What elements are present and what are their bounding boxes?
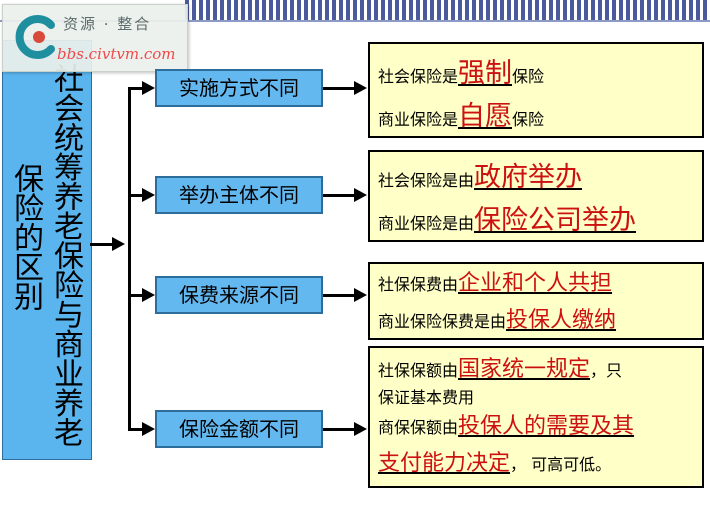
- arrow-cat-2: [142, 188, 155, 202]
- connector-detail-1: [323, 87, 354, 90]
- connector-cat-3: [128, 294, 142, 297]
- emphasis: 投保人的需要及其: [458, 414, 635, 439]
- watermark-logo: 资源 · 整合 bbs.civtvm.com: [2, 4, 188, 72]
- detail-3-line-1: 社保保费由企业和个人共担: [378, 271, 613, 296]
- logo-swirl-icon: [15, 15, 55, 59]
- arrow-detail-1: [354, 81, 367, 95]
- connector-cat-2: [128, 194, 142, 197]
- detail-1-line-2: 商业保险是自愿保险: [378, 101, 545, 132]
- detail-4-line-2: 保证基本费用: [378, 388, 475, 407]
- detail-box-premium-source: 社保保费由企业和个人共担 商业保险保费是由投保人缴纳: [368, 262, 704, 340]
- category-box-organizer: 举办主体不同: [155, 176, 323, 214]
- emphasis: 强制: [458, 58, 513, 89]
- emphasis: 政府举办: [474, 162, 583, 193]
- left-title-column-a: 社会统筹养老保险与商业养老: [48, 63, 83, 447]
- category-box-implementation: 实施方式不同: [155, 69, 323, 107]
- connector-detail-4: [323, 428, 354, 431]
- detail-2-line-1: 社会保险是由政府举办: [378, 162, 583, 193]
- detail-box-insured-amount: 社保保额由国家统一规定，只 保证基本费用 商保保额由投保人的需要及其 支付能力决…: [368, 346, 704, 488]
- logo-text: 资源 · 整合: [63, 15, 152, 33]
- left-title-column-b: 保险的区别: [8, 163, 43, 311]
- emphasis: 投保人缴纳: [506, 308, 617, 333]
- arrow-main: [112, 237, 125, 251]
- arrow-cat-3: [142, 288, 155, 302]
- connector-detail-2: [323, 194, 354, 197]
- detail-4-line-1: 社保保额由国家统一规定，只: [378, 357, 623, 382]
- emphasis: 支付能力决定: [378, 451, 511, 476]
- top-stripe-bar: [185, 0, 710, 20]
- emphasis: 国家统一规定: [458, 357, 591, 382]
- top-divider: [0, 20, 710, 22]
- connector-detail-3: [323, 294, 354, 297]
- detail-1-line-1: 社会保险是强制保险: [378, 58, 545, 89]
- emphasis: 保险公司举办: [474, 205, 637, 236]
- logo-url: bbs.civtvm.com: [57, 45, 176, 63]
- detail-2-line-2: 商业保险是由保险公司举办: [378, 205, 637, 236]
- detail-box-implementation: 社会保险是强制保险 商业保险是自愿保险: [368, 42, 704, 138]
- arrow-cat-1: [142, 81, 155, 95]
- arrow-detail-3: [354, 288, 367, 302]
- connector-main: [90, 243, 112, 246]
- connector-cat-4: [128, 428, 142, 431]
- detail-3-line-2: 商业保险保费是由投保人缴纳: [378, 308, 617, 333]
- connector-cat-1: [128, 87, 142, 90]
- left-title-box: 社会统筹养老保险与商业养老 保险的区别: [2, 40, 92, 460]
- detail-box-organizer: 社会保险是由政府举办 商业保险是由保险公司举办: [368, 150, 704, 242]
- arrow-detail-4: [354, 422, 367, 436]
- category-box-insured-amount: 保险金额不同: [155, 410, 323, 448]
- emphasis: 企业和个人共担: [458, 271, 613, 296]
- arrow-detail-2: [354, 188, 367, 202]
- detail-4-line-3: 商保保额由投保人的需要及其: [378, 414, 635, 439]
- arrow-cat-4: [142, 422, 155, 436]
- connector-trunk: [128, 87, 131, 431]
- detail-4-line-4: 支付能力决定， 可高可低。: [378, 451, 612, 476]
- emphasis: 自愿: [458, 101, 513, 132]
- category-box-premium-source: 保费来源不同: [155, 276, 323, 314]
